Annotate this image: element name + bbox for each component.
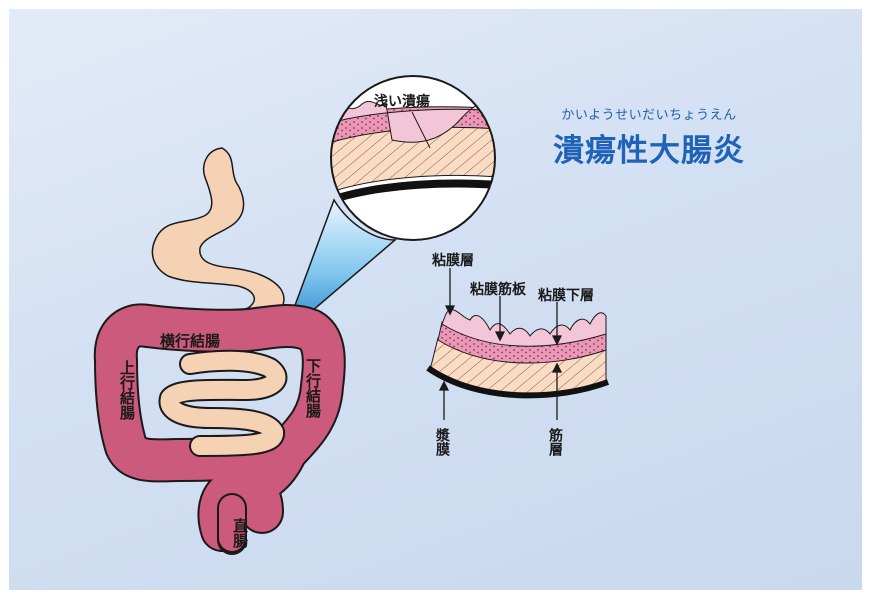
stomach-shape xyxy=(152,148,284,318)
serosa-label: 漿膜 xyxy=(434,427,451,457)
title-reading: かいようせいだいちょうえん xyxy=(553,104,745,123)
muscularis-mucosae-label: 粘膜筋板 xyxy=(470,281,527,298)
page-title: 潰瘍性大腸炎 xyxy=(553,125,745,170)
transverse-colon-label: 横行結腸 xyxy=(160,332,220,350)
mucosa-label: 粘膜層 xyxy=(432,252,474,269)
ulcer-label: 浅い潰瘍 xyxy=(374,93,430,110)
title-block: かいようせいだいちょうえん 潰瘍性大腸炎 xyxy=(553,104,745,170)
muscle-layer-label: 筋層 xyxy=(547,427,563,457)
descending-colon-label: 下行結腸 xyxy=(304,358,322,419)
small-intestine-shape xyxy=(169,361,276,446)
ascending-colon-label: 上行結腸 xyxy=(118,360,136,421)
wall-cross-section xyxy=(428,310,608,396)
rectum-label: 直腸 xyxy=(231,517,249,549)
submucosa-label: 粘膜下層 xyxy=(538,287,594,304)
